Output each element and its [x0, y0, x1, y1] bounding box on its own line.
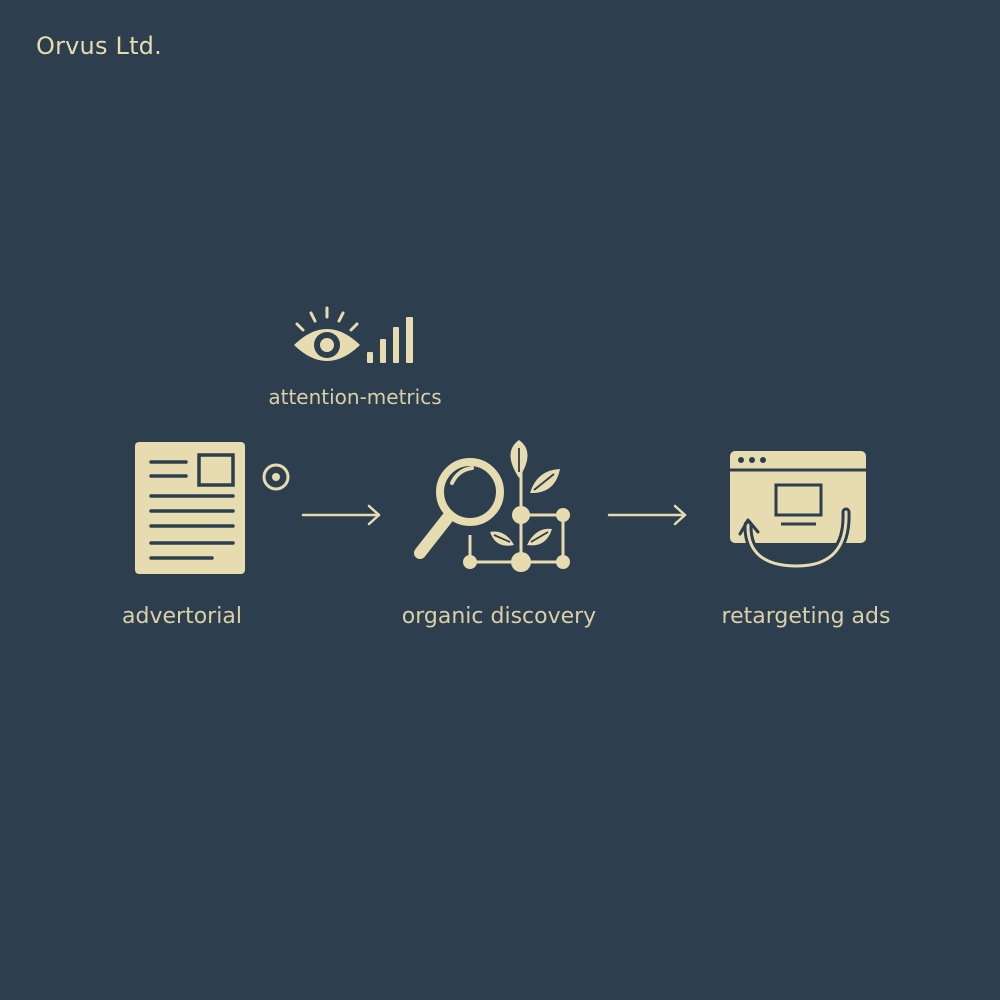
step-retargeting-ads-label: retargeting ads: [721, 604, 891, 629]
attention-metrics-label: attention-metrics: [268, 385, 442, 409]
brand-name: Orvus Ltd.: [36, 32, 162, 60]
arrow-icon-2: [607, 504, 687, 526]
magnifier-plant-network-icon: [414, 440, 570, 572]
eye-icon: [294, 306, 360, 361]
signal-bars-icon: [367, 317, 413, 363]
step-organic-discovery-label: organic discovery: [401, 604, 597, 629]
browser-retarget-icon: [730, 451, 866, 571]
document-icon: [135, 442, 245, 574]
target-icon: [262, 463, 290, 491]
step-advertorial-label: advertorial: [122, 604, 242, 629]
arrow-icon-1: [301, 504, 381, 526]
